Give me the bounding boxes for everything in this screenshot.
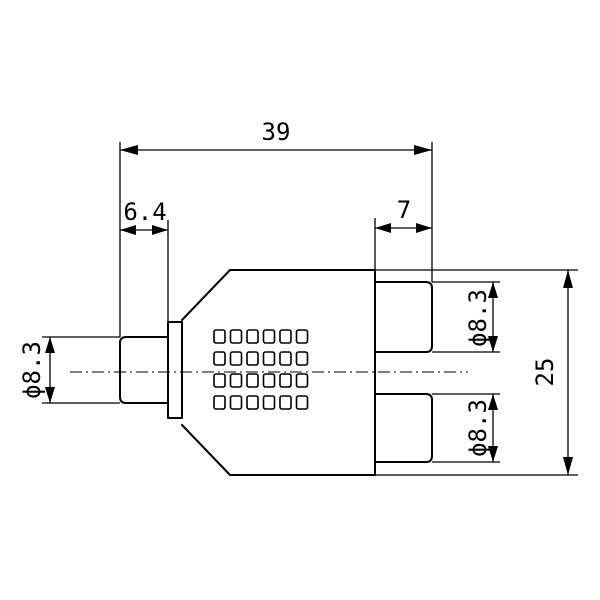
right-bottom-plug — [374, 393, 433, 463]
vent-slot — [262, 395, 276, 410]
dimension-39 — [120, 145, 432, 155]
label-left-plug-length: 6.4 — [123, 198, 166, 226]
dimension-left-diameter — [45, 337, 55, 403]
vent-slot — [229, 373, 243, 388]
vent-slot — [295, 373, 309, 388]
adapter-outline — [119, 269, 433, 476]
vent-slot — [262, 351, 276, 366]
label-total-height: 25 — [531, 358, 559, 387]
label-right-plug-length: 7 — [397, 196, 411, 224]
vent-slot — [295, 329, 309, 344]
vent-slot — [246, 351, 259, 366]
extension-lines — [42, 142, 578, 476]
flange-collar — [167, 321, 183, 419]
vent-slot — [246, 329, 259, 344]
vent-slot — [213, 351, 226, 366]
vent-slot — [279, 329, 292, 344]
vent-slot — [246, 395, 259, 410]
dimension-6-4 — [120, 225, 168, 235]
vent-slot — [279, 395, 292, 410]
vent-slot — [262, 329, 276, 344]
body-housing — [181, 269, 376, 476]
vent-slot — [213, 373, 226, 388]
vent-slot — [213, 329, 226, 344]
vent-slot — [279, 373, 292, 388]
right-top-plug — [374, 281, 433, 353]
vent-slot — [262, 373, 276, 388]
dimension-7 — [375, 223, 432, 233]
label-right-top-diameter: ϕ8.3 — [464, 289, 492, 347]
vent-grid — [213, 329, 309, 410]
label-right-bottom-diameter: ϕ8.3 — [464, 399, 492, 457]
left-plug — [119, 336, 169, 404]
dimension-25 — [563, 270, 573, 475]
vent-slot — [246, 373, 259, 388]
vent-slot — [295, 395, 309, 410]
vent-slot — [295, 351, 309, 366]
dimension-right-bottom-diameter — [488, 394, 498, 462]
vent-slot — [229, 395, 243, 410]
vent-slot — [229, 329, 243, 344]
label-left-diameter: ϕ8.3 — [18, 341, 46, 399]
dimension-right-top-diameter — [488, 282, 498, 352]
vent-slot — [229, 351, 243, 366]
vent-slot — [213, 395, 226, 410]
label-overall-length: 39 — [262, 118, 291, 146]
vent-slot — [279, 351, 292, 366]
